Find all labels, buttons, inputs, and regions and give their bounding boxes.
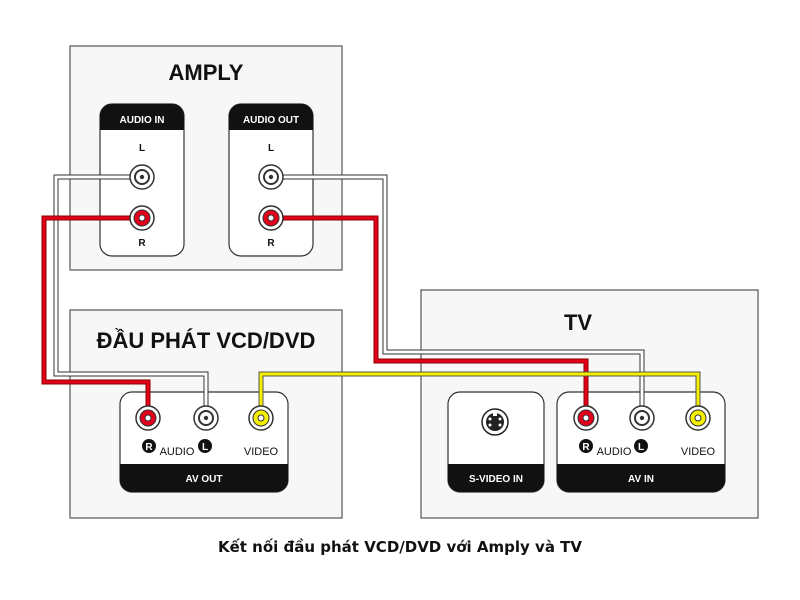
- cable-yellow-video: [258, 371, 701, 418]
- tv-svideo-panel: S-VIDEO IN: [447, 391, 545, 493]
- tv-audio-label: AUDIO: [597, 446, 632, 458]
- tv-r-badge: [579, 439, 593, 453]
- amply-title: AMPLY: [169, 60, 244, 85]
- diagram-caption: Kết nối đầu phát VCD/DVD với Amply và TV: [217, 538, 583, 556]
- player-av-out-label: AV OUT: [185, 474, 222, 485]
- player-av-out-panel: AV OUT R AUDIO L VIDEO: [119, 391, 289, 493]
- player-l-jack-icon: [193, 405, 219, 431]
- jacks: [129, 164, 711, 431]
- amply-in-r-jack-icon: [129, 205, 155, 231]
- tv-r-jack-icon: [573, 405, 599, 431]
- tv-video-jack-icon: [685, 405, 711, 431]
- amply-audio-in-r-label: R: [138, 238, 146, 249]
- player-title: ĐẦU PHÁT VCD/DVD: [97, 328, 316, 353]
- player-video-label: VIDEO: [244, 446, 279, 458]
- player-audio-label: AUDIO: [160, 446, 195, 458]
- amply-audio-in-l-label: L: [139, 143, 145, 154]
- player-l-badge-label: L: [202, 442, 208, 453]
- tv-av-in-label: AV IN: [628, 474, 654, 485]
- tv-av-in-panel: AV IN R AUDIO L VIDEO: [556, 391, 726, 493]
- player-unit: ĐẦU PHÁT VCD/DVD AV OUT R AUDIO L VIDEO: [69, 309, 343, 519]
- tv-l-badge: [634, 439, 648, 453]
- cable-white-amp-in-to-player: [53, 174, 209, 418]
- amply-out-r-jack-icon: [258, 205, 284, 231]
- svideo-jack-icon: [481, 408, 509, 436]
- amply-audio-out-label: AUDIO OUT: [243, 115, 299, 126]
- amply-audio-out-l-label: L: [268, 143, 274, 154]
- amply-audio-out-r-label: R: [267, 238, 275, 249]
- amply-out-l-jack-icon: [258, 164, 284, 190]
- tv-svideo-label: S-VIDEO IN: [469, 474, 523, 485]
- cable-red-amp-out-to-tv: [271, 215, 589, 418]
- tv-r-badge-label: R: [582, 442, 590, 453]
- amply-audio-in-label: AUDIO IN: [120, 115, 165, 126]
- tv-video-label: VIDEO: [681, 446, 716, 458]
- tv-unit: TV S-VIDEO IN AV IN R AUDIO L: [420, 289, 759, 519]
- tv-title: TV: [564, 310, 592, 335]
- player-l-badge: [198, 439, 212, 453]
- tv-l-badge-label: L: [638, 442, 644, 453]
- cables: [41, 174, 701, 418]
- amply-in-l-jack-icon: [129, 164, 155, 190]
- player-r-badge-label: R: [145, 442, 153, 453]
- tv-l-jack-icon: [629, 405, 655, 431]
- player-r-jack-icon: [135, 405, 161, 431]
- cable-red-amp-in-to-player: [41, 215, 151, 418]
- player-video-jack-icon: [248, 405, 274, 431]
- player-r-badge: [142, 439, 156, 453]
- amply-unit: AMPLY AUDIO IN L R AUDIO OUT L R: [69, 45, 343, 271]
